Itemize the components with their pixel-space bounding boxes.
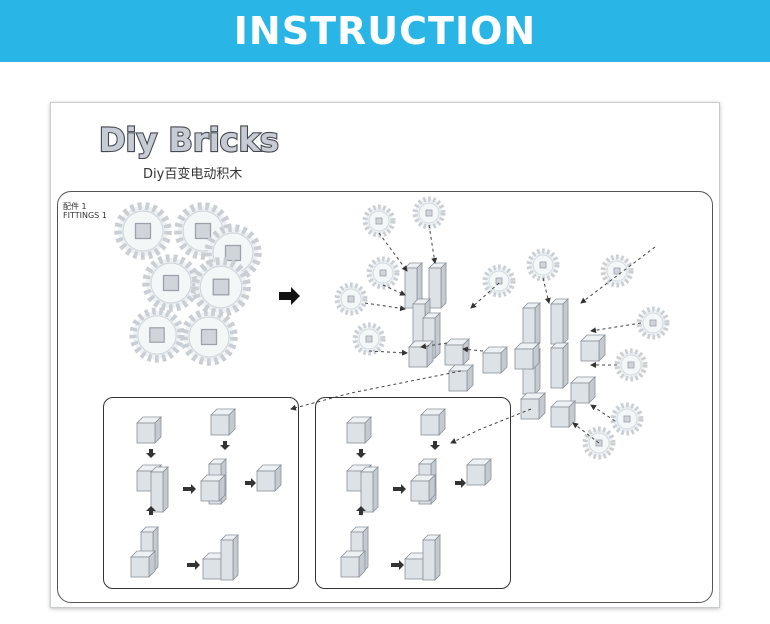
- step-diagram-1: [130, 408, 282, 581]
- logo-text: Diy Bricks: [99, 121, 279, 159]
- page-title: INSTRUCTION: [233, 9, 537, 53]
- guide-lines: [290, 224, 656, 444]
- fittings-label-cn: 配件 1: [63, 202, 87, 211]
- assembly-illustration: [51, 103, 720, 581]
- diy-bricks-logo: Diy Bricks: [97, 119, 317, 160]
- arrow-right-icon: [279, 287, 300, 305]
- step-box-left: [103, 397, 299, 589]
- fittings-label-en: FITTINGS 1: [63, 211, 107, 220]
- instruction-sheet: Diy Bricks Diy百变电动积木 配件 1 FITTINGS 1: [50, 102, 720, 608]
- exploded-assembly: [337, 199, 667, 457]
- gear-pile: [118, 206, 258, 362]
- step-arrows-2: [356, 441, 466, 570]
- step-arrows-1: [146, 441, 256, 570]
- step-box-right: [315, 397, 511, 589]
- instruction-frame: [57, 191, 713, 603]
- header-banner: INSTRUCTION: [0, 0, 770, 62]
- subtitle: Diy百变电动积木: [143, 167, 243, 182]
